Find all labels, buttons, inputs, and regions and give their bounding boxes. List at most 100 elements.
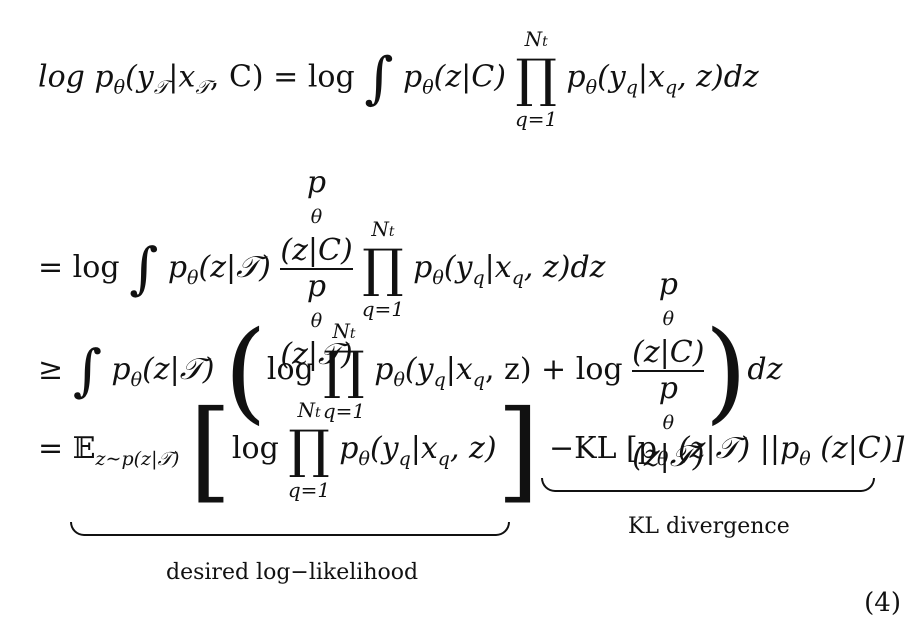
left-bracket: [ <box>188 386 232 514</box>
num-args: (z|C) <box>632 335 705 370</box>
prod-lower: q=1 <box>515 106 558 131</box>
product-operator: Nt∏q=1 <box>323 319 365 423</box>
den-p: p <box>306 269 327 304</box>
underbrace-likelihood <box>70 522 510 536</box>
prod-lower: q=1 <box>322 399 366 423</box>
dz: dz <box>747 352 783 387</box>
x-term: |x <box>410 431 438 466</box>
q-subscript: q <box>472 267 485 289</box>
den-p: p <box>658 371 678 406</box>
num-p: p <box>306 165 327 200</box>
x-term: |x <box>484 250 512 285</box>
q-subscript: q <box>433 369 446 391</box>
prod-symbol: ∏ <box>323 341 365 401</box>
theta-subscript: θ <box>432 267 444 289</box>
prod-upper: N <box>332 319 350 343</box>
q-subscript: q <box>664 76 678 99</box>
prod-symbol: ∏ <box>288 420 330 480</box>
kl-end: (z|C)] <box>810 431 905 466</box>
product-operator: Nt∏q=1 <box>515 27 557 131</box>
posterior-args: (z|𝒯) <box>142 352 215 387</box>
equation-number: (4) <box>864 588 901 618</box>
theta-subscript: θ <box>656 448 669 470</box>
line-start: = log <box>38 250 120 285</box>
underbrace-kl <box>541 478 875 492</box>
theta-subscript: θ <box>662 308 675 330</box>
posterior-args: (z|𝒯) <box>198 250 271 285</box>
equation-line-4: = 𝔼z∼p(z|𝒯) [log Nt∏q=1 pθ(yq|xq, z)] −K… <box>38 395 905 505</box>
prod-upper-sub: t <box>314 405 321 421</box>
integral-sign: ∫ <box>72 338 102 404</box>
prod-upper: N <box>297 398 315 422</box>
theta-subscript: θ <box>422 76 434 99</box>
p-term: p <box>402 59 423 95</box>
prod-upper: N <box>524 26 543 51</box>
kl-term: KL [p <box>574 431 657 466</box>
p-term: p <box>413 250 433 285</box>
y-term: (y <box>404 352 434 387</box>
line-start: ≥ <box>38 352 64 387</box>
p-term: p <box>374 352 394 387</box>
q-subscript: q <box>625 76 638 99</box>
den-args: (z|𝒯) <box>632 439 705 474</box>
term-end: , z)dz <box>523 250 606 285</box>
theta-subscript: θ <box>662 412 675 434</box>
num-p: p <box>658 267 678 302</box>
q-subscript: q <box>437 448 450 470</box>
theta-subscript: θ <box>310 310 323 332</box>
product-operator: Nt∏q=1 <box>288 398 330 502</box>
theta-subscript: θ <box>310 206 323 228</box>
lhs-x: |x <box>168 59 196 95</box>
prod-upper: N <box>371 217 389 241</box>
term-end: , z)dz <box>677 59 759 95</box>
equation-line-3: ≥ ∫ pθ(z|𝒯) (log Nt∏q=1 pθ(yq|xq, z) + l… <box>38 268 782 474</box>
theta-subscript: θ <box>187 267 199 289</box>
x-term: |x <box>637 59 665 95</box>
p-term: p <box>167 250 188 285</box>
theta-subscript: θ <box>393 369 405 391</box>
lhs-end: , C) = log <box>209 59 355 95</box>
right-paren: ) <box>704 307 748 435</box>
integral-sign: ∫ <box>364 46 394 111</box>
prior-args: (z|C) <box>433 59 506 95</box>
q-subscript: q <box>511 267 524 289</box>
likelihood-label: desired log−likelihood <box>166 560 419 585</box>
prod-upper-sub: t <box>388 224 395 240</box>
p-term: p <box>566 59 586 95</box>
prod-lower: q=1 <box>287 478 331 502</box>
theta-subscript: θ <box>585 76 598 99</box>
expectation-symbol: = 𝔼 <box>38 431 96 466</box>
term-end: , z) + log <box>484 352 623 387</box>
y-term: (y <box>597 59 626 95</box>
q-subscript: q <box>472 369 485 391</box>
kl-label: KL divergence <box>628 514 790 539</box>
p-term: p <box>339 431 359 466</box>
x-term: |x <box>445 352 473 387</box>
num-args: (z|C) <box>280 233 353 268</box>
theta-subscript: θ <box>358 448 370 470</box>
theta-subscript: θ <box>130 369 143 391</box>
term-end: , z) <box>449 431 497 466</box>
minus-sign: − <box>549 431 575 466</box>
integral-sign: ∫ <box>129 236 159 302</box>
den-args: (z|𝒯) <box>280 337 353 372</box>
lhs-y: (y <box>125 59 154 95</box>
prod-lower: q=1 <box>361 297 405 321</box>
log-label: log <box>266 352 314 387</box>
theta-subscript: θ <box>113 76 126 99</box>
T-subscript: 𝒯 <box>153 76 169 99</box>
equation-line-1: log pθ(y𝒯|x𝒯, C) = log ∫ pθ(z|C) Nt∏q=1 … <box>38 27 759 131</box>
expectation-subscript: z∼p(z|𝒯) <box>95 448 180 470</box>
prod-upper-sub: t <box>542 33 548 50</box>
prod-upper-sub: t <box>349 326 356 342</box>
right-bracket: ] <box>496 386 540 514</box>
log-label: log <box>231 431 279 466</box>
left-paren: ( <box>223 307 267 435</box>
product-operator: Nt∏q=1 <box>362 217 404 321</box>
theta-subscript: θ <box>799 448 811 470</box>
p-term: p <box>111 352 131 387</box>
q-subscript: q <box>398 448 411 470</box>
